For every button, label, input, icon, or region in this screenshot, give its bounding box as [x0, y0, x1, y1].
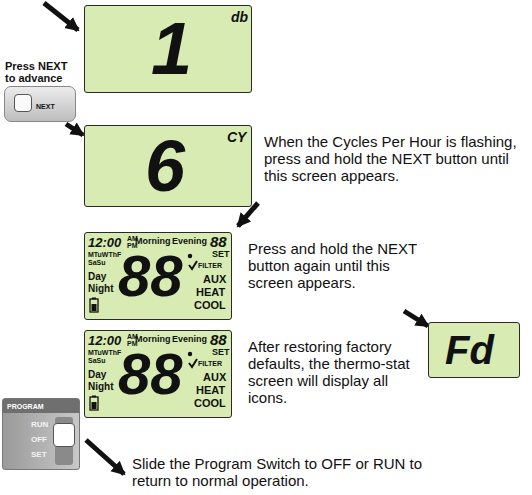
callout-text: After restoring factory defaults, the th… [248, 338, 424, 406]
display-text: SET [212, 250, 230, 259]
battery-level [92, 304, 97, 311]
display-text: Evening [172, 335, 207, 344]
pointer-arrow [86, 440, 124, 474]
display-text: Night [88, 284, 114, 294]
display-text: Press NEXT to advance [5, 60, 79, 84]
lcd-screen: 1 db [84, 5, 252, 93]
display-text: SET [212, 348, 230, 357]
program-switch: PROGRAM RUN OFF SET [2, 398, 80, 470]
display-text: RUN [31, 421, 48, 429]
connector-arrow [66, 124, 83, 135]
display-text: Morning [135, 335, 171, 344]
display-text: SET [31, 451, 47, 459]
display-text: Morning [135, 237, 171, 246]
display-text: AUX [203, 372, 226, 383]
degree-dot [188, 352, 192, 356]
lcd-full-screen: 12:00AMPMMorningEvening88SETMTuWThFSaSuD… [84, 232, 232, 320]
display-text: OFF [31, 436, 47, 444]
lcd-full-screen: 12:00AMPMMorningEvening88SETMTuWThFSaSuD… [84, 330, 232, 418]
display-text: MTuWThF [88, 251, 121, 258]
display-text: 88 [118, 247, 183, 305]
display-text: 88 [118, 345, 183, 403]
display-text: 12:00 [88, 236, 121, 249]
display-text: FILTER [198, 262, 222, 269]
display-text: 1 [151, 12, 192, 86]
display-text: SaSu [88, 357, 106, 364]
display-text: AUX [203, 274, 226, 285]
switch-slider [53, 423, 75, 447]
display-text: MTuWThF [88, 349, 121, 356]
check-mark [189, 261, 197, 269]
display-text: Fd [445, 330, 494, 370]
display-text: Day [88, 370, 106, 380]
switch-label: PROGRAM [7, 403, 44, 410]
display-text: COOL [194, 300, 226, 311]
display-text: db [231, 10, 248, 24]
pointer-arrow [44, 3, 78, 30]
display-text: Night [88, 382, 114, 392]
display-text: FILTER [198, 360, 222, 367]
next-button: Press NEXT to advanceNEXT [4, 60, 78, 124]
battery-level [92, 402, 97, 409]
display-text: HEAT [196, 287, 225, 298]
degree-dot [188, 254, 192, 258]
display-text: HEAT [196, 385, 225, 396]
battery-tip [92, 298, 96, 300]
battery-icon [90, 397, 98, 410]
display-text: SaSu [88, 259, 106, 266]
display-text: 88 [210, 234, 227, 249]
display-text: 88 [210, 332, 227, 347]
display-text: COOL [194, 398, 226, 409]
battery-icon [90, 299, 98, 312]
display-text: CY [227, 130, 246, 144]
check-mark [189, 359, 197, 367]
callout-text: When the Cycles Per Hour is flashing, pr… [264, 133, 526, 184]
pointer-arrow [404, 311, 428, 326]
callout-text: Slide the Program Switch to OFF or RUN t… [132, 455, 454, 489]
display-text: 6 [145, 130, 185, 202]
display-text: Evening [172, 237, 207, 246]
battery-tip [92, 396, 96, 398]
display-text: NEXT [36, 103, 55, 110]
display-text: 12:00 [88, 334, 121, 347]
lcd-screen: Fd [428, 322, 520, 378]
button-key [14, 94, 32, 112]
display-text: Day [88, 272, 106, 282]
lcd-screen: 6 CY [84, 125, 252, 207]
callout-text: Press and hold the NEXT button again unt… [248, 240, 438, 291]
